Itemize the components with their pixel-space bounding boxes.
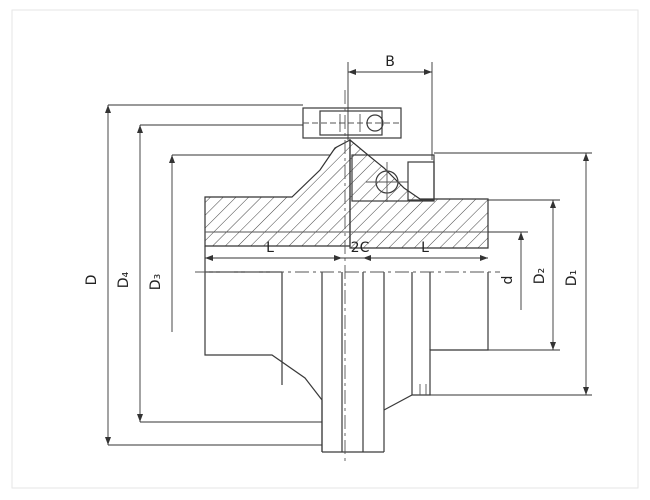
- border-frame: [11, 9, 639, 489]
- dimension-D: [105, 104, 322, 446]
- dimension-D4: [137, 124, 322, 423]
- dimension-D1: [430, 152, 592, 396]
- label-D2: D₂: [532, 268, 548, 284]
- dimension-L-2C-L: [205, 255, 488, 261]
- dimension-D2: [430, 199, 560, 351]
- dimension-B: [347, 62, 433, 160]
- hub-lower-half: [204, 231, 489, 453]
- elastic-element: [351, 154, 435, 202]
- hub-section-hatched: [204, 138, 489, 249]
- label-D1: D₁: [564, 270, 580, 286]
- label-D3: D₃: [148, 274, 164, 290]
- label-D4: D₄: [116, 271, 132, 288]
- label-D: D: [84, 275, 100, 286]
- dimension-D3: [169, 154, 330, 332]
- label-d: d: [500, 276, 516, 285]
- dimension-d: [488, 231, 528, 310]
- label-L-left: L: [266, 240, 274, 256]
- label-L-right: L: [421, 240, 429, 256]
- bolt: [302, 107, 402, 139]
- label-2C: 2C: [351, 240, 370, 256]
- label-B: B: [385, 54, 395, 70]
